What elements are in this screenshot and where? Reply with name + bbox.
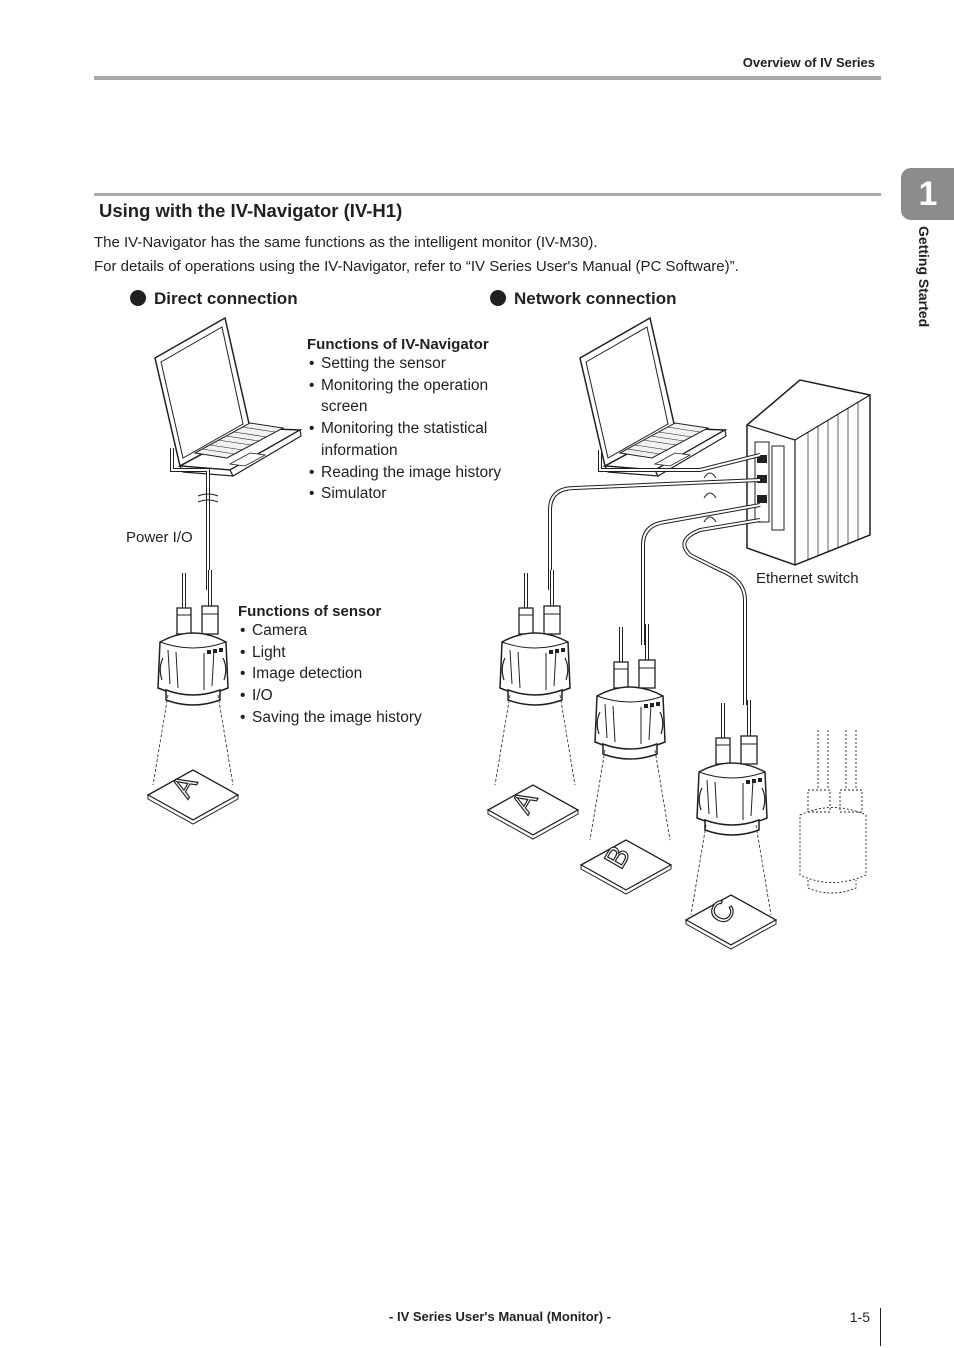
intro-line-2: For details of operations using the IV-N… — [94, 258, 739, 275]
sensor-icon — [156, 568, 230, 707]
list-item: I/O — [240, 685, 422, 707]
list-item: Simulator — [309, 483, 501, 505]
footer-title: - IV Series User's Manual (Monitor) - — [389, 1309, 611, 1324]
network-connection-label: Network connection — [514, 289, 677, 308]
intro-line-1: The IV-Navigator has the same functions … — [94, 234, 598, 251]
list-item: Setting the sensor — [309, 353, 501, 375]
chapter-tab[interactable]: 1 — [901, 168, 954, 220]
sensor-icon — [593, 622, 667, 761]
sensor-functions-title: Functions of sensor — [238, 603, 382, 620]
list-item: Light — [240, 642, 422, 664]
running-header: Overview of IV Series — [742, 55, 875, 70]
ethernet-switch-icon — [746, 379, 871, 566]
header-rule — [94, 76, 881, 80]
navigator-functions-list: Setting the sensor Monitoring the operat… — [309, 353, 501, 505]
bullet-dot-icon — [490, 290, 506, 306]
power-io-label: Power I/O — [126, 529, 193, 546]
bullet-dot-icon — [130, 290, 146, 306]
section-title: Using with the IV-Navigator (IV-H1) — [99, 200, 403, 221]
sensor-icon — [695, 698, 769, 837]
field-of-view — [589, 749, 671, 841]
sensor-functions-list: Camera Light Image detection I/O Saving … — [240, 620, 422, 729]
list-item: Reading the image history — [309, 462, 501, 484]
ethernet-switch-label: Ethernet switch — [756, 570, 859, 587]
field-of-view — [494, 694, 576, 786]
navigator-functions-box: Functions of IV-Navigator Setting the se… — [307, 336, 501, 505]
section-rule — [94, 193, 881, 196]
page-number: 1-5 — [849, 1309, 870, 1325]
list-item: information — [321, 441, 398, 459]
list-item: Camera — [240, 620, 422, 642]
network-cables — [548, 450, 761, 705]
sensor-icon — [498, 568, 572, 707]
list-item: Monitoring the operation — [309, 375, 501, 397]
list-item: Saving the image history — [240, 707, 422, 729]
sensor-functions-box: Functions of sensor Camera Light Image d… — [238, 603, 422, 729]
laptop-icon — [154, 317, 302, 477]
list-item: screen — [321, 398, 368, 416]
list-item: Monitoring the statistical — [309, 418, 501, 440]
navigator-functions-title: Functions of IV-Navigator — [307, 336, 489, 353]
direct-connection-heading: Direct connection — [130, 289, 298, 309]
list-item: Image detection — [240, 663, 422, 685]
footer-rule — [880, 1308, 881, 1346]
network-connection-heading: Network connection — [490, 289, 676, 309]
additional-sensor-outline — [799, 730, 867, 894]
direct-connection-label: Direct connection — [154, 289, 298, 308]
